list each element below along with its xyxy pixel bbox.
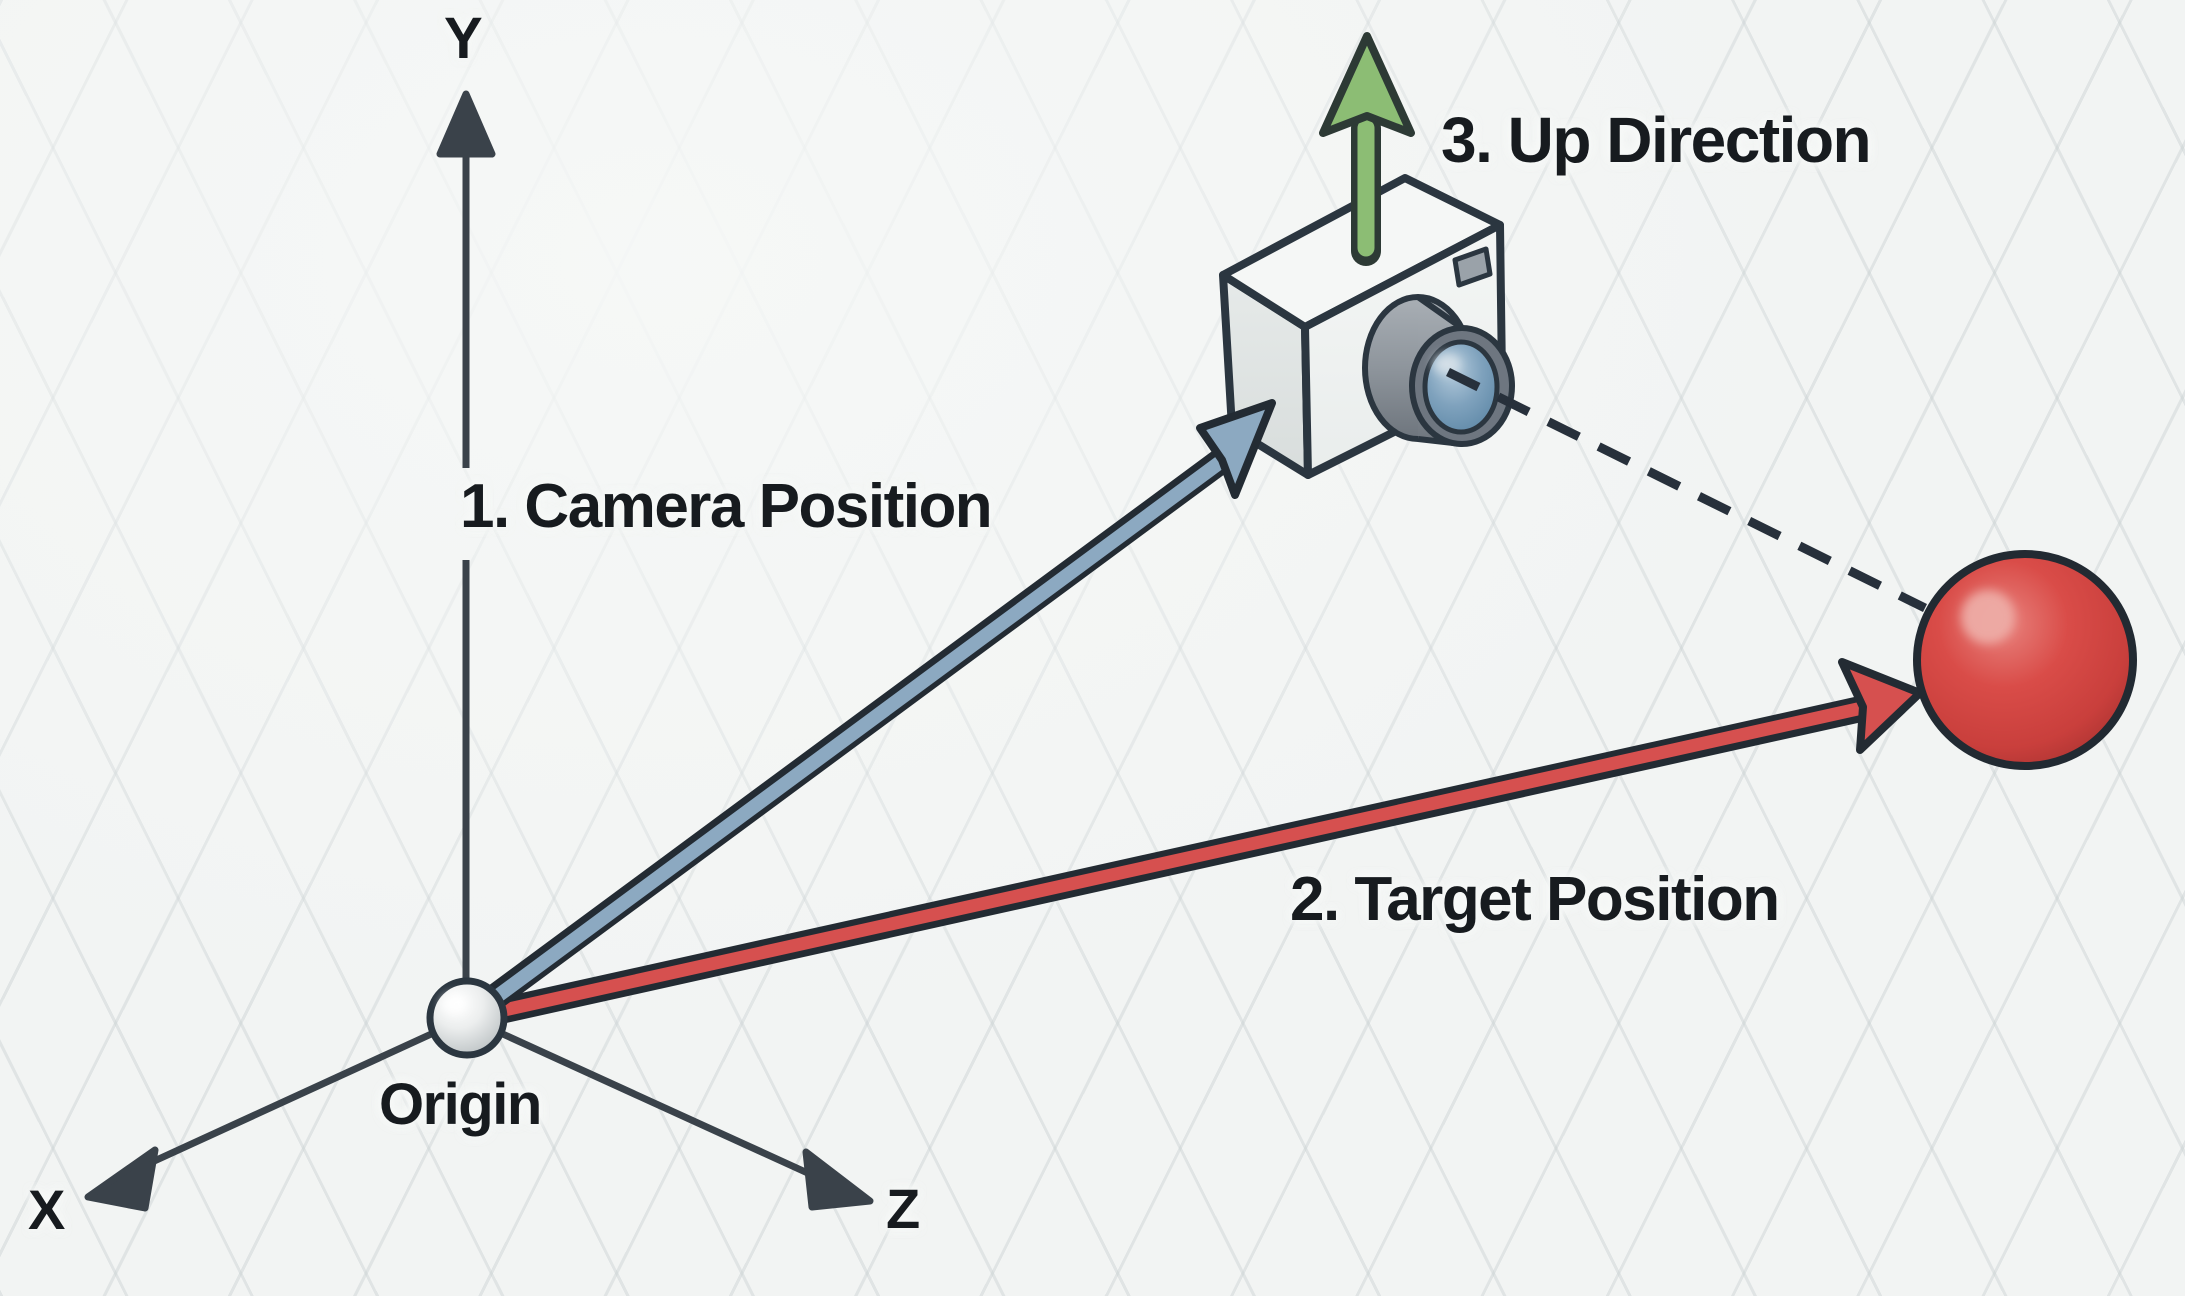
z-axis-arrowhead: [802, 1148, 874, 1211]
target-sphere-highlight: [1961, 590, 2015, 644]
camera-position-vector: [478, 399, 1276, 1013]
x-axis-label: X: [28, 1178, 65, 1241]
origin-label: Origin: [379, 1072, 542, 1137]
camera-icon: [1219, 174, 1515, 479]
up-vector-arrowhead: [1319, 32, 1415, 137]
camera-lens-glass: [1422, 339, 1500, 435]
camera-vector-fill: [488, 456, 1226, 1005]
x-axis-line: [148, 1026, 442, 1167]
z-axis-label: Z: [886, 1177, 920, 1240]
origin-marker: [426, 977, 508, 1059]
target-vector-fill: [493, 701, 1869, 1018]
target-sphere: [1913, 550, 2137, 770]
camera-viewfinder: [1452, 246, 1493, 288]
axes: [84, 90, 874, 1212]
target-sphere-body: [1913, 550, 2137, 770]
camera-lens-highlight: [1433, 353, 1461, 375]
target-vector-arrowhead: [1838, 658, 1924, 754]
camera-position-annotation: 1. Camera Position: [460, 472, 993, 541]
sight-line-dashed: [1446, 367, 1927, 613]
origin-sphere-highlight: [441, 994, 465, 1014]
target-position-annotation: 2. Target Position: [1290, 865, 1780, 934]
camera-vector-arrowhead: [1196, 399, 1276, 499]
up-direction-annotation: 3. Up Direction: [1441, 104, 1872, 176]
z-axis-line: [492, 1026, 814, 1179]
origin-sphere: [426, 977, 508, 1059]
y-axis-arrowhead: [436, 90, 496, 158]
target-position-vector: [483, 658, 1924, 1025]
up-direction-vector: [1319, 32, 1415, 266]
x-axis-arrowhead: [84, 1146, 159, 1212]
y-axis-label: Y: [444, 6, 483, 71]
